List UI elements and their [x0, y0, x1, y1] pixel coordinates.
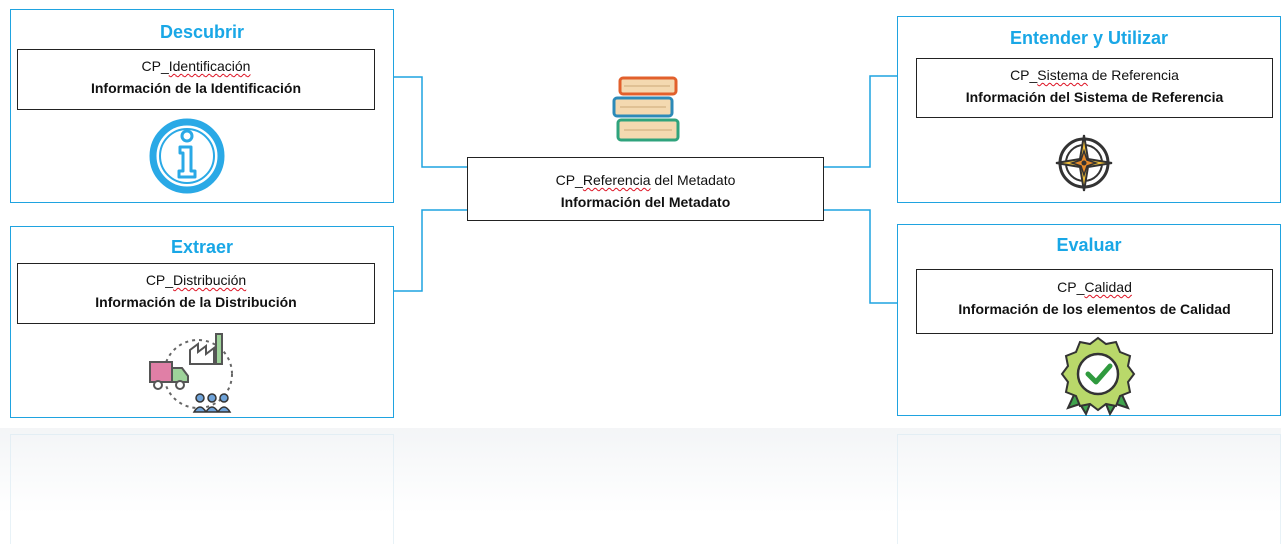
class-description: Información del Metadato — [560, 194, 731, 210]
connector-descubrir — [376, 71, 468, 168]
class-code: CP_Sistema de Referencia — [1010, 67, 1179, 83]
class-box-distribucion: CP_Distribución Información de la Distri… — [17, 263, 375, 324]
class-box-identificacion: CP_Identificación Información de la Iden… — [17, 49, 375, 110]
panel-title: Evaluar — [1056, 235, 1122, 255]
class-code: CP_Identificación — [141, 58, 251, 74]
class-code: CP_Calidad — [1057, 279, 1132, 295]
reflection — [0, 428, 1281, 551]
class-description: Información de la Identificación — [90, 80, 302, 96]
reflection-left — [10, 434, 394, 544]
class-box-calidad: CP_Calidad Información de los elementos … — [916, 269, 1273, 334]
class-box-metadato: CP_Referencia del Metadato Información d… — [467, 157, 824, 221]
class-description: Información de los elementos de Calidad — [958, 301, 1231, 317]
class-description: Información del Sistema de Referencia — [965, 89, 1224, 105]
books-icon — [612, 74, 682, 151]
class-box-sistema-referencia: CP_Sistema de Referencia Información del… — [916, 58, 1273, 118]
compass-icon — [1054, 133, 1114, 198]
connector-extraer — [376, 209, 468, 297]
info-icon — [147, 116, 227, 201]
connector-entender — [823, 70, 916, 168]
panel-title: Entender y Utilizar — [1009, 28, 1169, 48]
connector-evaluar — [823, 209, 916, 309]
class-code: CP_Distribución — [145, 272, 247, 288]
class-code: CP_Referencia del Metadato — [555, 172, 736, 188]
distribution-icon — [146, 330, 238, 419]
quality-badge-icon — [1060, 334, 1136, 421]
class-description: Información de la Distribución — [95, 294, 297, 310]
panel-title: Extraer — [170, 237, 234, 257]
panel-title: Descubrir — [159, 22, 245, 42]
